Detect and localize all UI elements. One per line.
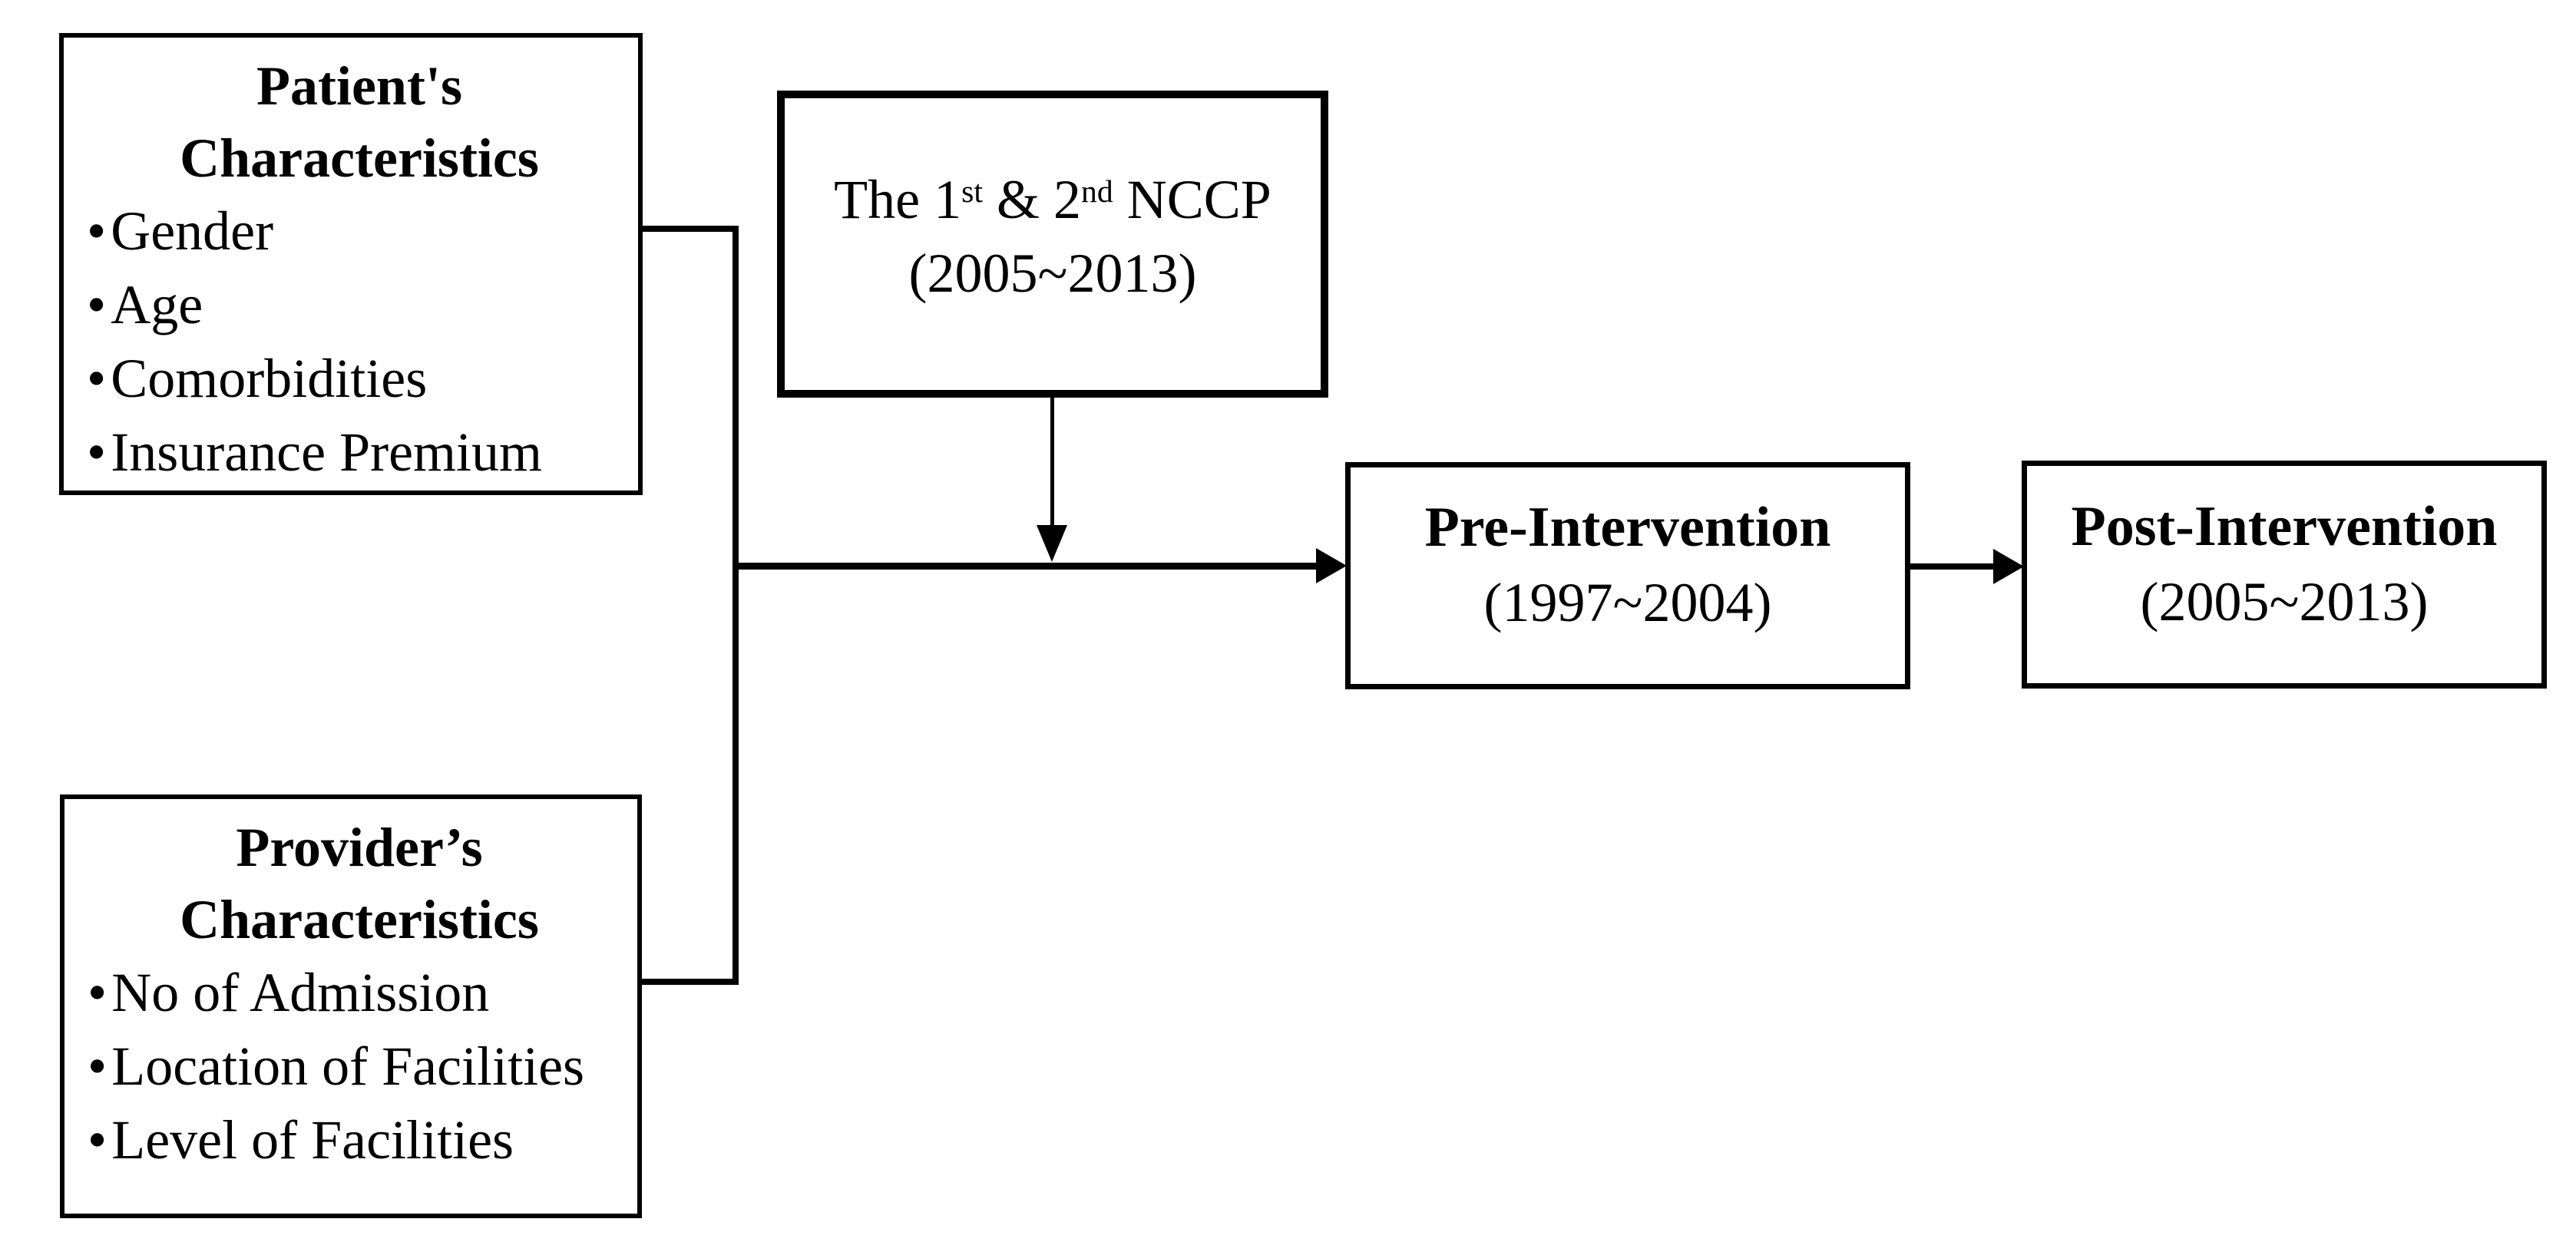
bullet-icon: • bbox=[88, 1036, 107, 1097]
patient-title-line1: Patient's bbox=[256, 55, 462, 117]
nccp-seg2: & 2 bbox=[982, 169, 1081, 230]
bullet-item: •Level of Facilities bbox=[88, 1103, 631, 1177]
nccp-box: The 1st & 2nd NCCP (2005~2013) bbox=[777, 91, 1328, 398]
pre-post-arrow-head-icon bbox=[1993, 549, 2024, 584]
provider-title-line1: Provider’s bbox=[236, 817, 483, 878]
bullet-text: Comorbidities bbox=[111, 348, 428, 409]
nccp-seg3: NCCP bbox=[1113, 169, 1271, 230]
post-box-content: Post-Intervention (2005~2013) bbox=[2027, 455, 2541, 672]
patient-bullet-list: •Gender •Age •Comorbidities •Insurance P… bbox=[87, 194, 632, 489]
main-arrow-shaft bbox=[732, 563, 1318, 570]
provider-box-content: Provider’s Characteristics •No of Admiss… bbox=[64, 799, 637, 1214]
bullet-text: No of Admission bbox=[111, 962, 490, 1023]
provider-bullet-list: •No of Admission •Location of Facilities… bbox=[88, 956, 631, 1177]
pre-intervention-years: (1997~2004) bbox=[1483, 572, 1772, 633]
provider-connector-stub bbox=[642, 979, 739, 985]
nccp-box-content: The 1st & 2nd NCCP (2005~2013) bbox=[785, 91, 1321, 382]
bullet-icon: • bbox=[87, 200, 107, 262]
bullet-text: Insurance Premium bbox=[111, 421, 543, 483]
patient-title-line2: Characteristics bbox=[180, 127, 539, 189]
post-intervention-box: Post-Intervention (2005~2013) bbox=[2022, 461, 2547, 689]
patient-box-content: Patient's Characteristics •Gender •Age •… bbox=[64, 38, 638, 491]
nccp-arrow-head-icon bbox=[1037, 525, 1067, 562]
nccp-years-line: (2005~2013) bbox=[908, 243, 1197, 304]
bullet-icon: • bbox=[88, 962, 107, 1023]
bullet-icon: • bbox=[87, 274, 107, 335]
provider-characteristics-box: Provider’s Characteristics •No of Admiss… bbox=[60, 794, 642, 1218]
bullet-item: •Gender bbox=[87, 194, 632, 268]
pre-box-content: Pre-Intervention (1997~2004) bbox=[1351, 457, 1905, 673]
patient-connector-stub bbox=[640, 226, 739, 232]
patient-characteristics-box: Patient's Characteristics •Gender •Age •… bbox=[59, 33, 643, 495]
bullet-item: •Age bbox=[87, 268, 632, 342]
main-arrow-head-icon bbox=[1316, 548, 1347, 583]
patient-box-title: Patient's Characteristics bbox=[87, 50, 632, 194]
pre-post-arrow-shaft bbox=[1910, 563, 1999, 570]
bullet-item: •Insurance Premium bbox=[87, 415, 632, 489]
bullet-text: Location of Facilities bbox=[111, 1036, 585, 1097]
nccp-superscript-nd: nd bbox=[1080, 174, 1113, 210]
nccp-arrow-stem bbox=[1050, 398, 1054, 527]
post-intervention-title: Post-Intervention bbox=[2071, 494, 2498, 558]
bullet-item: •Comorbidities bbox=[87, 342, 632, 415]
bullet-icon: • bbox=[87, 421, 107, 483]
bullet-text: Gender bbox=[111, 200, 274, 262]
pre-intervention-box: Pre-Intervention (1997~2004) bbox=[1345, 462, 1910, 689]
nccp-title-line: The 1st & 2nd NCCP bbox=[834, 163, 1271, 236]
provider-title-line2: Characteristics bbox=[180, 889, 539, 950]
pre-intervention-title: Pre-Intervention bbox=[1424, 496, 1831, 559]
bullet-icon: • bbox=[88, 1109, 107, 1171]
post-intervention-years: (2005~2013) bbox=[2140, 570, 2429, 633]
connector-vertical-spine bbox=[732, 226, 739, 985]
provider-box-title: Provider’s Characteristics bbox=[88, 811, 631, 956]
bullet-item: •Location of Facilities bbox=[88, 1029, 631, 1103]
nccp-seg1: The 1 bbox=[834, 169, 962, 230]
bullet-icon: • bbox=[87, 348, 107, 409]
nccp-superscript-st: st bbox=[961, 174, 983, 210]
bullet-text: Age bbox=[111, 274, 203, 335]
bullet-text: Level of Facilities bbox=[111, 1109, 514, 1171]
bullet-item: •No of Admission bbox=[88, 956, 631, 1029]
